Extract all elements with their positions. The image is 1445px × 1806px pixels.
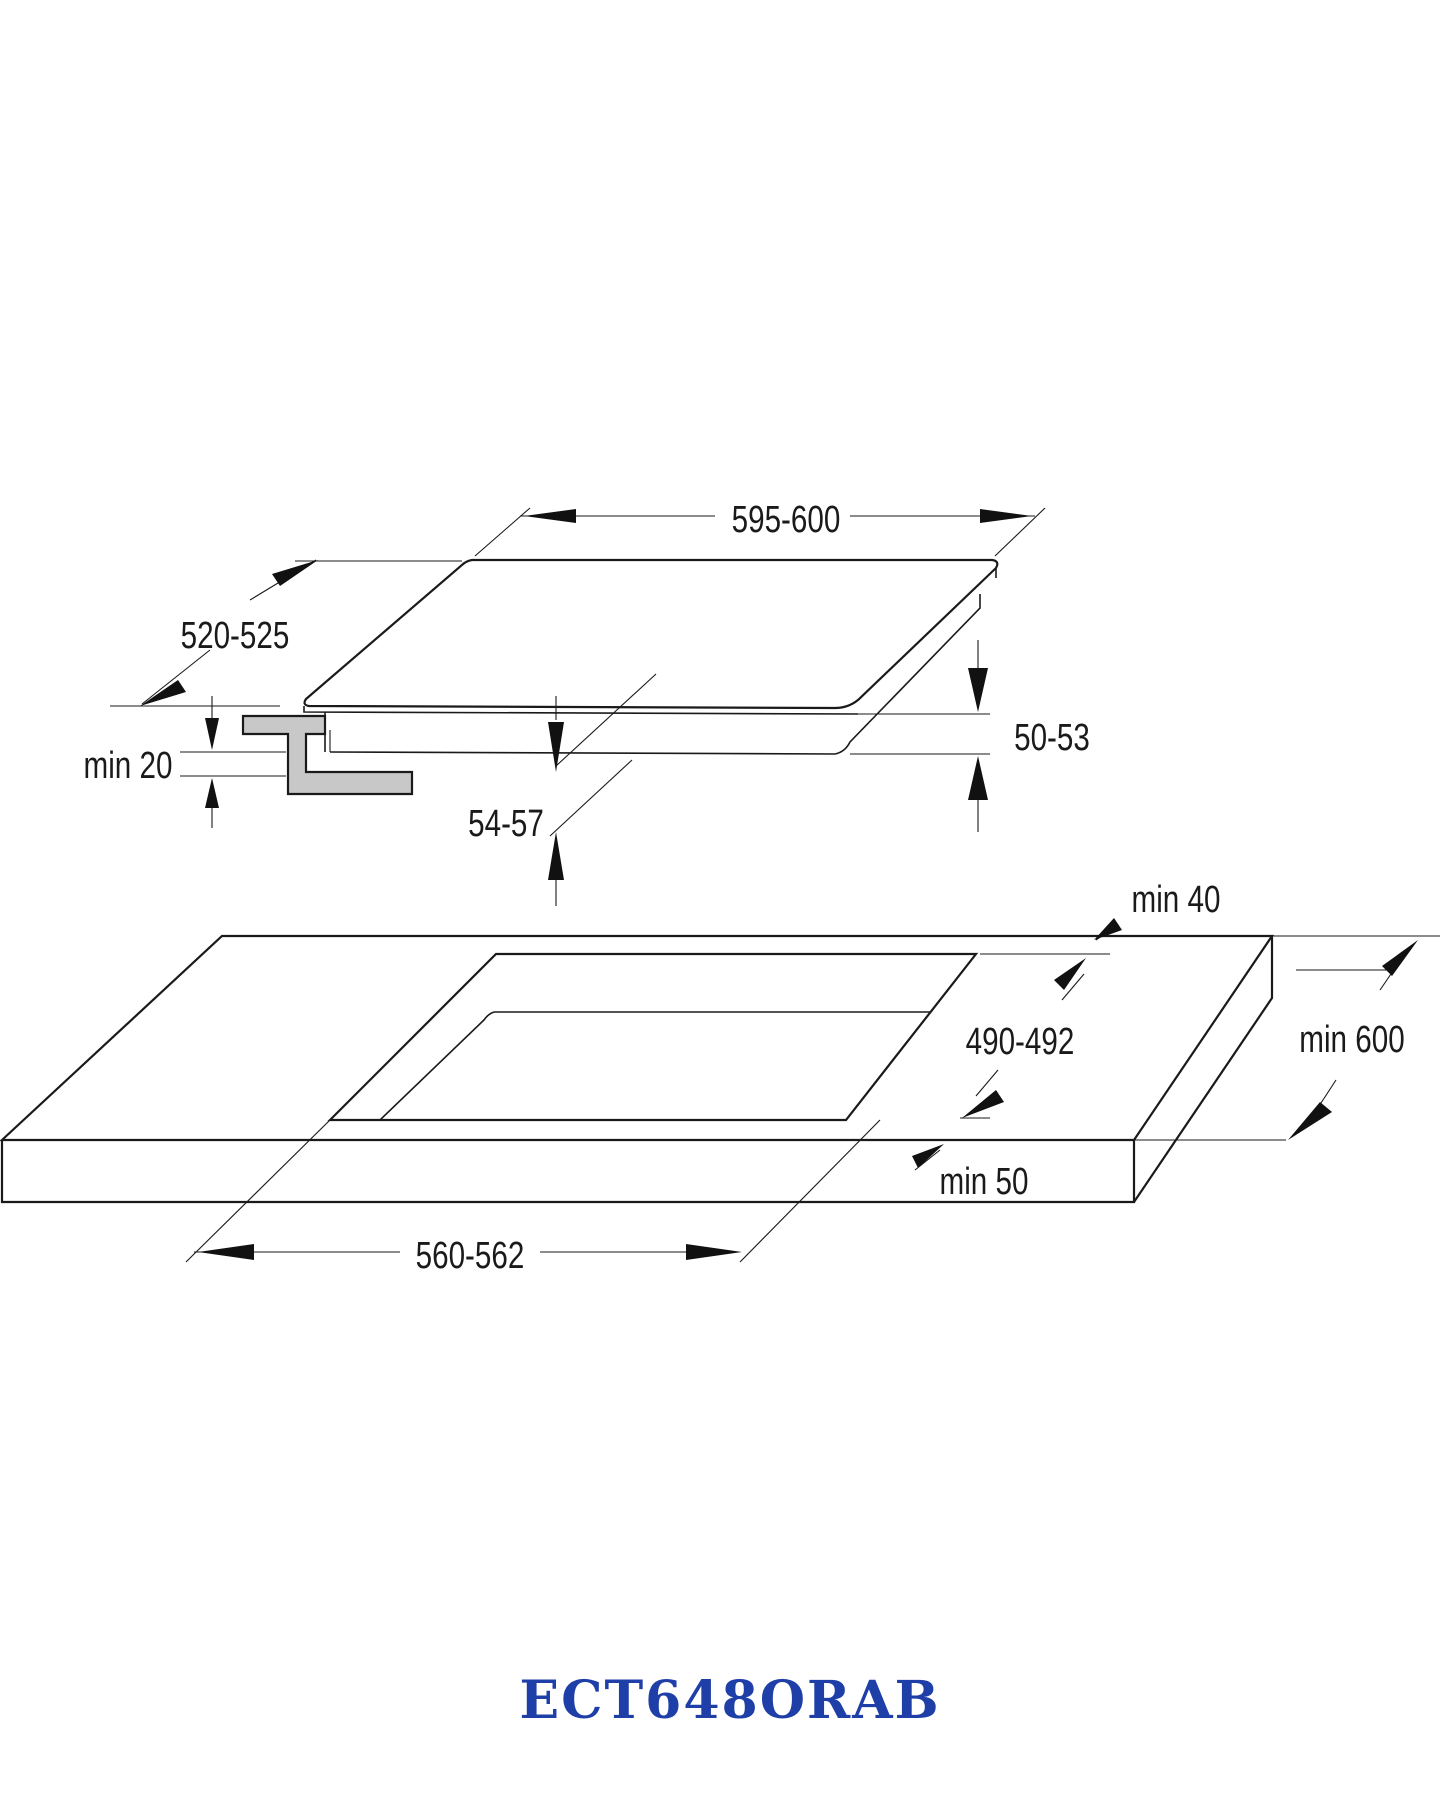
dim-hob-thickness: 50-53 [850,640,1090,832]
dim-worktop-depth: min 600 [1134,940,1418,1141]
label-hob-width: 595-600 [732,499,841,541]
dim-hob-depth: 520-525 [110,559,462,707]
model-name: ECT648ORAB [519,1670,940,1731]
dim-hob-width: 595-600 [474,499,1046,557]
label-hob-depth: 520-525 [181,615,290,657]
worktop-outline [0,934,1275,1204]
dim-cutout-depth: 490-492 [960,958,1086,1119]
dim-min-back-distance: min 40 [980,879,1440,955]
hob-outline [303,558,999,755]
dim-cutout-width: 560-562 [185,1119,881,1277]
label-hob-thickness: 50-53 [1014,717,1090,759]
label-min-front-distance: min 50 [940,1161,1029,1203]
label-cutout-depth: 490-492 [966,1021,1075,1063]
dim-built-in-height: 54-57 [468,673,657,906]
label-cutout-width: 560-562 [416,1235,525,1277]
dim-min-wall-clearance: min 20 [84,696,286,828]
label-built-in-height: 54-57 [468,803,544,845]
label-min-back-distance: min 40 [1132,879,1221,921]
label-worktop-depth: min 600 [1299,1019,1404,1061]
dim-min-front-distance: min 50 [912,1144,1028,1203]
label-min-wall-clearance: min 20 [84,745,173,787]
worktop-cutout [327,952,979,1122]
fixing-bracket [241,714,414,796]
